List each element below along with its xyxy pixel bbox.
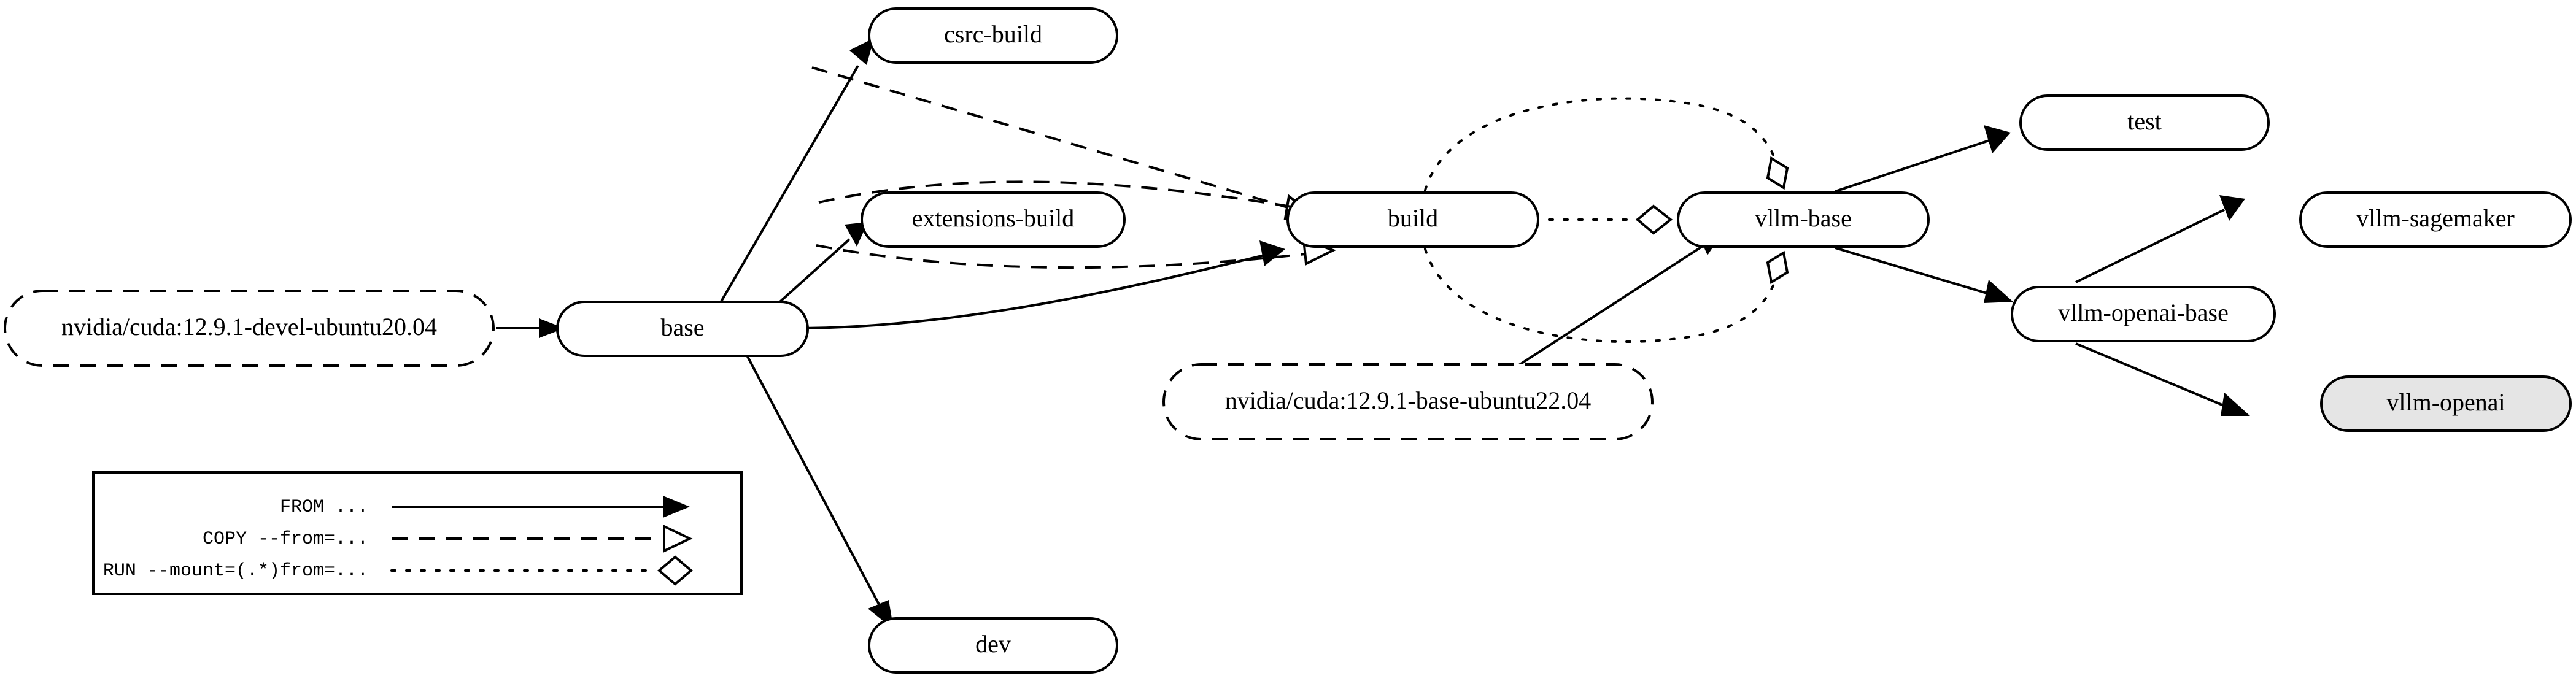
node-vllm-openai-base[interactable]: vllm-openai-base (2011, 286, 2276, 342)
edge-build-to-vllm-base-upper (1424, 97, 1789, 191)
edge-base-to-csrc-build (717, 38, 874, 308)
open-diamond-icon (657, 555, 694, 586)
node-build[interactable]: build (1286, 191, 1539, 248)
legend-label: RUN --mount=(.*)from=... (103, 561, 368, 582)
node-nvidia-cuda-devel-ubuntu20[interactable]: nvidia/cuda:12.9.1-devel-ubuntu20.04 (4, 290, 495, 367)
edge-vllm-openai-base-to-vllm-openai (2075, 342, 2250, 416)
node-label: vllm-openai-base (2058, 299, 2229, 326)
edge-vllm-base-to-test (1835, 125, 2011, 193)
legend-row-run: RUN --mount=(.*)from=... (103, 555, 694, 586)
edge-base-to-dev (743, 349, 894, 629)
legend-label: COPY --from=... (203, 529, 368, 550)
node-vllm-openai[interactable]: vllm-openai (2320, 375, 2572, 432)
node-vllm-sagemaker[interactable]: vllm-sagemaker (2299, 191, 2572, 248)
node-extensions-build[interactable]: extensions-build (861, 191, 1126, 248)
node-label: vllm-sagemaker (2356, 204, 2515, 232)
edge-build-to-vllm-base-lower (1424, 248, 1789, 344)
node-dev[interactable]: dev (868, 617, 1118, 674)
legend-row-from: FROM ... (280, 496, 690, 518)
edge-base-to-extensions-build (775, 222, 868, 307)
edge-base-to-build (794, 240, 1285, 329)
node-layer: nvidia/cuda:12.9.1-devel-ubuntu20.04 bas… (4, 7, 2572, 674)
filled-triangle-icon (663, 496, 690, 518)
node-label: dev (975, 630, 1011, 658)
edge-cuda-devel-to-base (496, 318, 565, 338)
edge-vllm-openai-base-to-vllm-sagemaker (2075, 195, 2245, 283)
legend-row-copy: COPY --from=... (203, 524, 693, 553)
open-triangle-icon (663, 524, 693, 553)
node-label: vllm-openai (2386, 388, 2505, 416)
node-label: nvidia/cuda:12.9.1-base-ubuntu22.04 (1225, 386, 1592, 414)
node-label: extensions-build (912, 204, 1074, 232)
node-test[interactable]: test (2019, 94, 2270, 151)
node-label: vllm-base (1755, 204, 1852, 232)
node-nvidia-cuda-base-ubuntu22[interactable]: nvidia/cuda:12.9.1-base-ubuntu22.04 (1162, 363, 1654, 440)
node-base[interactable]: base (556, 301, 809, 357)
node-label: test (2127, 107, 2162, 135)
edge-vllm-base-to-vllm-openai-base (1835, 247, 2013, 303)
edge-build-to-vllm-base-middle (1533, 204, 1673, 235)
node-label: csrc-build (944, 20, 1042, 48)
node-label: build (1388, 204, 1438, 232)
node-label: nvidia/cuda:12.9.1-devel-ubuntu20.04 (61, 313, 437, 340)
node-label: base (660, 313, 704, 341)
node-csrc-build[interactable]: csrc-build (868, 7, 1118, 64)
legend: FROM ... COPY --from=... RUN --mount=(.*… (92, 471, 743, 595)
edge-cuda-base-to-vllm-base (1501, 231, 1722, 377)
legend-label: FROM ... (280, 497, 368, 518)
node-vllm-base[interactable]: vllm-base (1677, 191, 1930, 248)
